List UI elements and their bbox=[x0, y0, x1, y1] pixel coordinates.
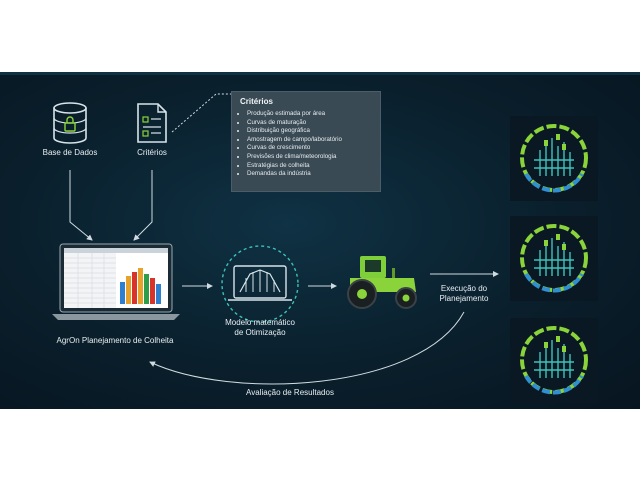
criteria-item: Distribuição geográfica bbox=[247, 127, 342, 136]
planner-label: AgrOn Planejamento de Colheita bbox=[56, 336, 174, 345]
criteria-item: Produção estimada por área bbox=[247, 110, 342, 119]
tractor-icon bbox=[347, 256, 417, 309]
criteria-callout: Critérios Produção estimada por área Cur… bbox=[231, 91, 381, 192]
criteria-callout-title: Critérios bbox=[240, 97, 273, 106]
database-icon bbox=[53, 102, 87, 144]
field-tile-2 bbox=[510, 216, 598, 301]
execution-label-line2: Planejamento bbox=[439, 294, 489, 303]
criteria-list: Produção estimada por área Curvas de mat… bbox=[237, 110, 342, 179]
arrow-database-to-planner bbox=[69, 170, 93, 241]
document-icon bbox=[137, 103, 167, 143]
database-label: Base de Dados bbox=[42, 148, 98, 157]
connector-layer bbox=[69, 93, 499, 385]
field-tile-1 bbox=[510, 116, 598, 201]
evaluation-label: Avaliação de Resultados bbox=[246, 388, 334, 397]
field-tile-3 bbox=[510, 318, 598, 403]
execution-label-line1: Execução do bbox=[440, 284, 488, 293]
criteria-item: Amostragem de campo/laboratório bbox=[247, 136, 342, 145]
model-label-line1: Modelo matemático bbox=[225, 318, 295, 327]
criteria-item: Curvas de maturação bbox=[247, 119, 342, 128]
arrow-criteria-to-planner bbox=[133, 170, 153, 241]
criteria-item: Curvas de crescimento bbox=[247, 144, 342, 153]
criteria-item: Previsões de clima/meteorologia bbox=[247, 153, 342, 162]
laptop-icon bbox=[52, 243, 180, 320]
field-crop-icon bbox=[520, 326, 588, 395]
top-edge bbox=[0, 72, 640, 75]
field-crop-icon bbox=[520, 124, 588, 193]
field-crop-icon bbox=[520, 224, 588, 293]
criteria-item: Demandas da indústria bbox=[247, 170, 342, 179]
criteria-label: Critérios bbox=[137, 148, 167, 157]
arrow-feedback-curve bbox=[149, 311, 465, 385]
dotted-callout-line bbox=[171, 93, 231, 133]
model-label-line2: de Otimização bbox=[234, 328, 286, 337]
optimization-model-icon bbox=[221, 245, 299, 323]
diagram-panel: Base de Dados Critérios Critérios Produç… bbox=[0, 72, 640, 409]
criteria-item: Estratégias de colheita bbox=[247, 162, 342, 171]
